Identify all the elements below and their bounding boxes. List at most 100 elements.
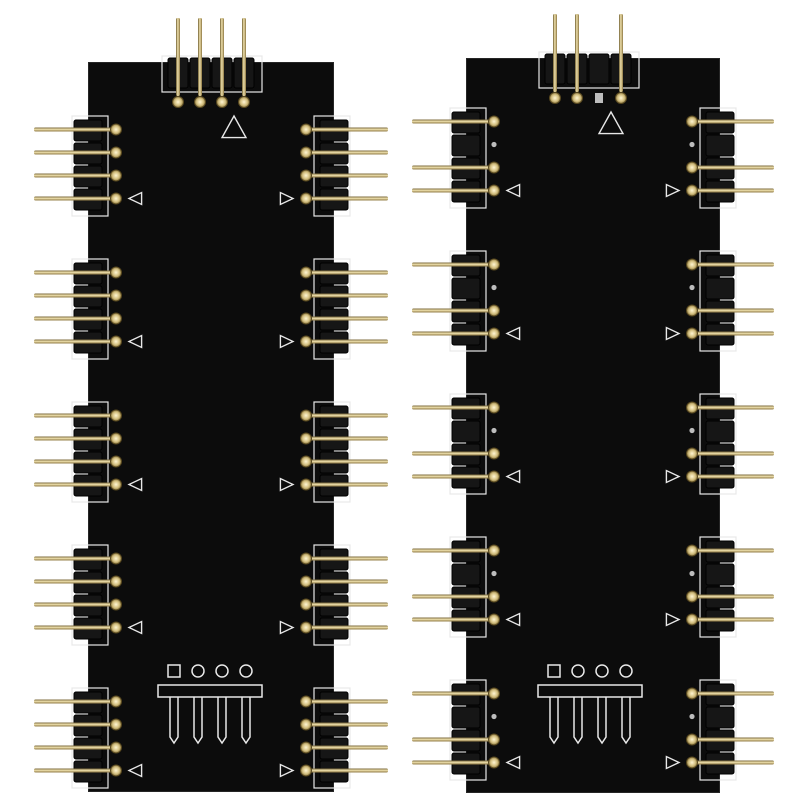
pin1-arrow-marker xyxy=(505,326,521,341)
right-connector-4 xyxy=(665,679,774,781)
header-pin xyxy=(692,474,774,479)
header-segment xyxy=(451,563,481,586)
header-pin xyxy=(34,699,116,704)
solder-pad xyxy=(686,544,698,557)
right-connector-2 xyxy=(665,393,774,495)
header-pin xyxy=(34,150,116,155)
silkscreen-footprint-outline xyxy=(71,544,109,646)
header-pin xyxy=(692,617,774,622)
solder-pad xyxy=(488,756,500,769)
input-arrow-marker xyxy=(220,114,248,139)
header-pin xyxy=(198,18,202,96)
header-segment xyxy=(451,420,481,443)
header-pin xyxy=(34,579,116,584)
header-pin xyxy=(412,691,494,696)
header-pin xyxy=(412,165,494,170)
header-pin xyxy=(34,339,116,344)
solder-pad xyxy=(686,613,698,626)
solder-pad xyxy=(686,258,698,271)
pin1-arrow-marker xyxy=(127,763,143,778)
solder-pad xyxy=(488,590,500,603)
solder-pad xyxy=(300,478,312,491)
left-connector-1 xyxy=(412,250,521,352)
solder-pad xyxy=(300,621,312,634)
solder-pad xyxy=(488,115,500,128)
diagram-pin xyxy=(193,697,203,745)
right-splitter-board xyxy=(412,14,774,793)
header-pin xyxy=(412,548,494,553)
solder-pad xyxy=(300,146,312,159)
solder-pad xyxy=(686,115,698,128)
diagram-round-pad xyxy=(571,664,585,678)
solder-pad xyxy=(686,447,698,460)
diagram-round-pad xyxy=(239,664,253,678)
header-pin xyxy=(306,413,388,418)
solder-pad xyxy=(300,335,312,348)
header-pin xyxy=(692,262,774,267)
solder-pad xyxy=(110,718,122,731)
left-connector-0 xyxy=(412,107,521,209)
header-segment xyxy=(451,134,481,157)
header-pin xyxy=(412,331,494,336)
silkscreen-footprint-outline xyxy=(313,687,351,789)
solder-pad xyxy=(172,96,184,108)
header-pin xyxy=(412,474,494,479)
solder-pad xyxy=(686,756,698,769)
silkscreen-footprint-outline xyxy=(71,115,109,217)
solder-pad xyxy=(686,401,698,414)
solder-pad xyxy=(216,96,228,108)
solder-pad xyxy=(110,478,122,491)
header-pin xyxy=(692,188,774,193)
header-pin xyxy=(306,459,388,464)
empty-via xyxy=(689,427,695,434)
header-pin xyxy=(306,482,388,487)
pin1-arrow-marker xyxy=(127,477,143,492)
empty-via xyxy=(689,284,695,291)
solder-pad xyxy=(110,266,122,279)
solder-pad xyxy=(488,184,500,197)
left-connector-4 xyxy=(34,687,143,789)
left-connector-3 xyxy=(34,544,143,646)
left-splitter-board xyxy=(34,18,388,792)
header-pin xyxy=(692,760,774,765)
header-pin xyxy=(692,119,774,124)
diagram-pin xyxy=(621,697,631,745)
solder-pad xyxy=(686,733,698,746)
solder-pad xyxy=(686,184,698,197)
solder-pad xyxy=(110,409,122,422)
silkscreen-pin-diagram xyxy=(537,664,643,745)
solder-pad xyxy=(686,470,698,483)
pin1-arrow-marker xyxy=(665,755,681,770)
pin1-arrow-marker xyxy=(665,612,681,627)
diagram-pin xyxy=(169,697,179,745)
silkscreen-footprint-outline xyxy=(699,393,737,495)
solder-pad xyxy=(238,96,250,108)
solder-pad xyxy=(300,266,312,279)
solder-pad xyxy=(488,161,500,174)
header-pin xyxy=(34,173,116,178)
solder-pad xyxy=(110,598,122,611)
header-segment xyxy=(705,420,735,443)
header-pin xyxy=(34,459,116,464)
solder-pad xyxy=(110,621,122,634)
diagram-round-pad xyxy=(595,664,609,678)
solder-pad xyxy=(110,695,122,708)
silkscreen-footprint-outline xyxy=(449,393,487,495)
right-connector-3 xyxy=(279,544,388,646)
header-pin xyxy=(692,691,774,696)
solder-pad xyxy=(488,733,500,746)
header-pin xyxy=(176,18,180,96)
header-pin xyxy=(692,451,774,456)
header-pin xyxy=(619,14,623,92)
silkscreen-footprint-outline xyxy=(313,115,351,217)
header-pin xyxy=(34,413,116,418)
header-pin xyxy=(412,405,494,410)
solder-pad xyxy=(488,401,500,414)
pin1-arrow-marker xyxy=(279,763,295,778)
pin1-arrow-marker xyxy=(665,183,681,198)
header-segment xyxy=(451,706,481,729)
header-segment xyxy=(705,134,735,157)
header-segment xyxy=(588,53,610,85)
header-pin xyxy=(306,436,388,441)
pin1-arrow-marker xyxy=(505,183,521,198)
